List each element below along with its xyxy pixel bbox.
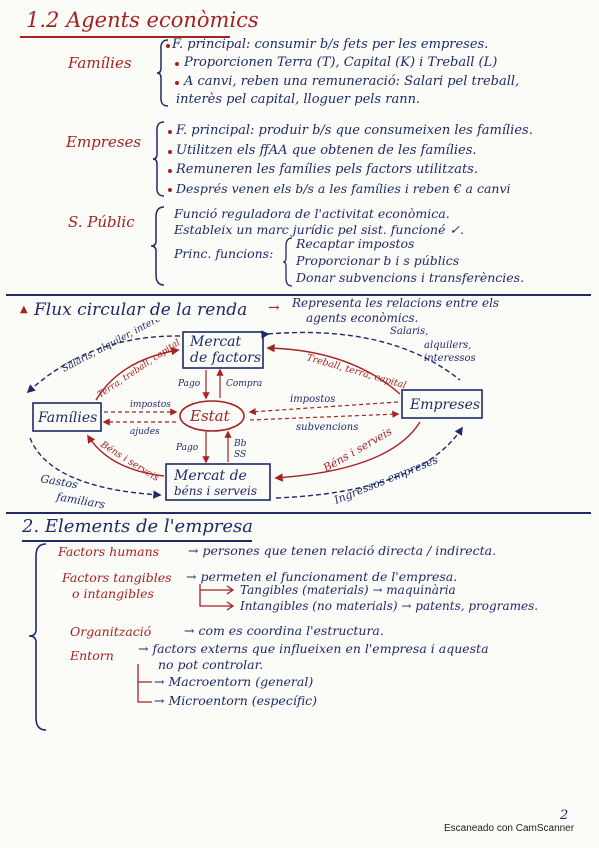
label-salaris-right-2: alquilers, — [424, 340, 471, 351]
label-salaris-right-1: Salaris, — [390, 326, 428, 337]
bullet — [168, 188, 172, 192]
flow-bens-left — [87, 434, 165, 477]
flux-diagram: Mercat de factors Famílies Empreses Merc… — [26, 320, 483, 512]
flow-treball-right — [266, 343, 401, 395]
flow-terra-treball-left — [95, 347, 180, 401]
label-gastos-2: familiars — [54, 490, 106, 512]
node-families-box — [32, 402, 102, 432]
elem-label-tangibles: Factors tangibles — [62, 570, 172, 585]
elem-text-humans: → persones que tenen relació directa / i… — [188, 543, 497, 558]
empreses-line-3: Remuneren les famílies pels factors util… — [176, 162, 478, 177]
elem-text-organitzacio: → com es coordina l'estructura. — [184, 623, 384, 638]
flux-title: Flux circular de la renda — [34, 300, 248, 320]
families-line-3: A canvi, reben una remuneració: Salari p… — [184, 74, 520, 89]
brace-empreses — [152, 121, 165, 197]
label-bs-1: Bb — [233, 439, 247, 449]
node-mercat-factors-l1: Mercat — [189, 334, 242, 350]
bullet — [168, 169, 172, 173]
section-title-agents: 1.2 Agents econòmics — [26, 8, 259, 32]
label-spublic: S. Públic — [68, 213, 135, 231]
section-divider-1 — [6, 294, 591, 296]
microentorn: → Microentorn (específic) — [154, 693, 318, 708]
spublic-line-2: Estableix un marc jurídic pel sist. func… — [174, 222, 464, 237]
elem-label-entorn: Entorn — [70, 648, 114, 663]
label-pago-bottom: Pago — [175, 443, 199, 453]
families-line-4: interès pel capital, lloguer pels rann. — [176, 92, 421, 107]
node-mercat-factors-l2: de factors — [190, 350, 261, 366]
branch-arrows-entorn — [137, 664, 152, 703]
empreses-line-1: F. principal: produir b/s que consumeixe… — [176, 123, 533, 138]
node-empreses: Empreses — [409, 397, 480, 413]
elem-text-entorn-1: → factors externs que influeixen en l'em… — [138, 641, 489, 656]
brace-elements — [28, 543, 47, 731]
label-pago-top: Pago — [177, 379, 201, 389]
node-estat: Estat — [189, 407, 231, 425]
label-subvencions: subvencions — [296, 422, 358, 433]
title-underline-2 — [22, 540, 252, 542]
bullet — [175, 81, 179, 85]
bullet — [168, 150, 172, 154]
scanner-watermark: Escaneado con CamScanner — [444, 823, 575, 834]
elem-label-humans: Factors humans — [58, 544, 160, 559]
elem-text-tangibles: → permeten el funcionament de l'empresa. — [186, 569, 458, 584]
label-salaris-right-3: interessos — [424, 353, 476, 364]
funcio-subvencions: Donar subvencions i transferències. — [296, 270, 525, 285]
node-families: Famílies — [37, 410, 97, 426]
spublic-line-1: Funció reguladora de l'activitat econòmi… — [174, 206, 450, 221]
section-title-elements: 2. Elements de l'empresa — [22, 516, 254, 537]
label-treball-terra-capital: Treball, terra, capital — [305, 352, 407, 391]
label-families: Famílies — [68, 54, 132, 72]
funcio-recaptar: Recaptar impostos — [296, 236, 415, 251]
node-empreses-box — [401, 389, 483, 419]
tangibles-line: Tangibles (materials) → maquinària — [240, 583, 456, 597]
families-line-2: Proporcionen Terra (T), Capital (K) i Tr… — [184, 55, 498, 70]
bullet — [166, 44, 170, 48]
flow-gastos — [29, 437, 162, 499]
bullet — [168, 130, 172, 134]
macroentorn: → Macroentorn (general) — [154, 674, 314, 689]
page-number: 2 — [560, 808, 569, 823]
brace-families — [156, 39, 169, 107]
flow-subvencions — [249, 410, 400, 421]
brace-spublic — [150, 206, 165, 286]
flow-salaris-right — [260, 330, 461, 381]
label-gastos-1: Gastos — [39, 472, 79, 491]
node-estat-ellipse — [179, 400, 245, 432]
flow-impostos-right — [248, 401, 399, 416]
funcio-proporcionar: Proporcionar b i s públics — [296, 253, 460, 268]
brace-funcions — [282, 237, 293, 287]
flow-bens-right — [274, 421, 421, 482]
flux-note-line2: agents econòmics. — [306, 311, 419, 325]
elem-label-intangibles: o intangibles — [72, 586, 154, 601]
node-mercat-bens-box — [165, 463, 271, 501]
node-mercat-factors-box — [182, 331, 264, 369]
label-empreses: Empreses — [66, 133, 142, 151]
intangibles-line: Intangibles (no materials) → patents, pr… — [240, 599, 539, 613]
spublic-princ-funcions: Princ. funcions: — [174, 246, 274, 261]
label-impostos-right: impostos — [290, 394, 335, 405]
flux-note-arrow-icon: → — [268, 300, 280, 316]
empreses-line-2: Utilitzen els ffAA que obtenen de les fa… — [176, 143, 477, 158]
label-bens-serveis-left: Béns i serveis — [98, 439, 161, 484]
node-mercat-bens-l2: béns i serveis — [174, 484, 257, 498]
flow-ingressos — [275, 426, 463, 499]
flow-salaris-left — [26, 335, 181, 394]
label-ajudes: ajudes — [130, 427, 160, 437]
families-line-1: F. principal: consumir b/s fets per les … — [172, 37, 489, 52]
section-divider-2 — [6, 512, 591, 514]
elem-text-entorn-2: no pot controlar. — [158, 657, 264, 672]
node-mercat-bens-l1: Mercat de — [173, 468, 247, 484]
branch-arrows-tangibles — [199, 584, 235, 611]
elem-label-organitzacio: Organització — [70, 624, 152, 639]
flux-note-line1: Representa les relacions entre els — [292, 296, 500, 310]
bullet — [175, 62, 179, 66]
title-underline — [20, 36, 230, 38]
label-impostos-left: impostos — [130, 400, 171, 410]
flux-bullet-icon: ▲ — [20, 304, 28, 315]
empreses-line-4: Després venen els b/s a les famílies i r… — [176, 181, 511, 196]
label-bs-2: SS — [234, 450, 246, 460]
label-compra: Compra — [226, 379, 262, 389]
